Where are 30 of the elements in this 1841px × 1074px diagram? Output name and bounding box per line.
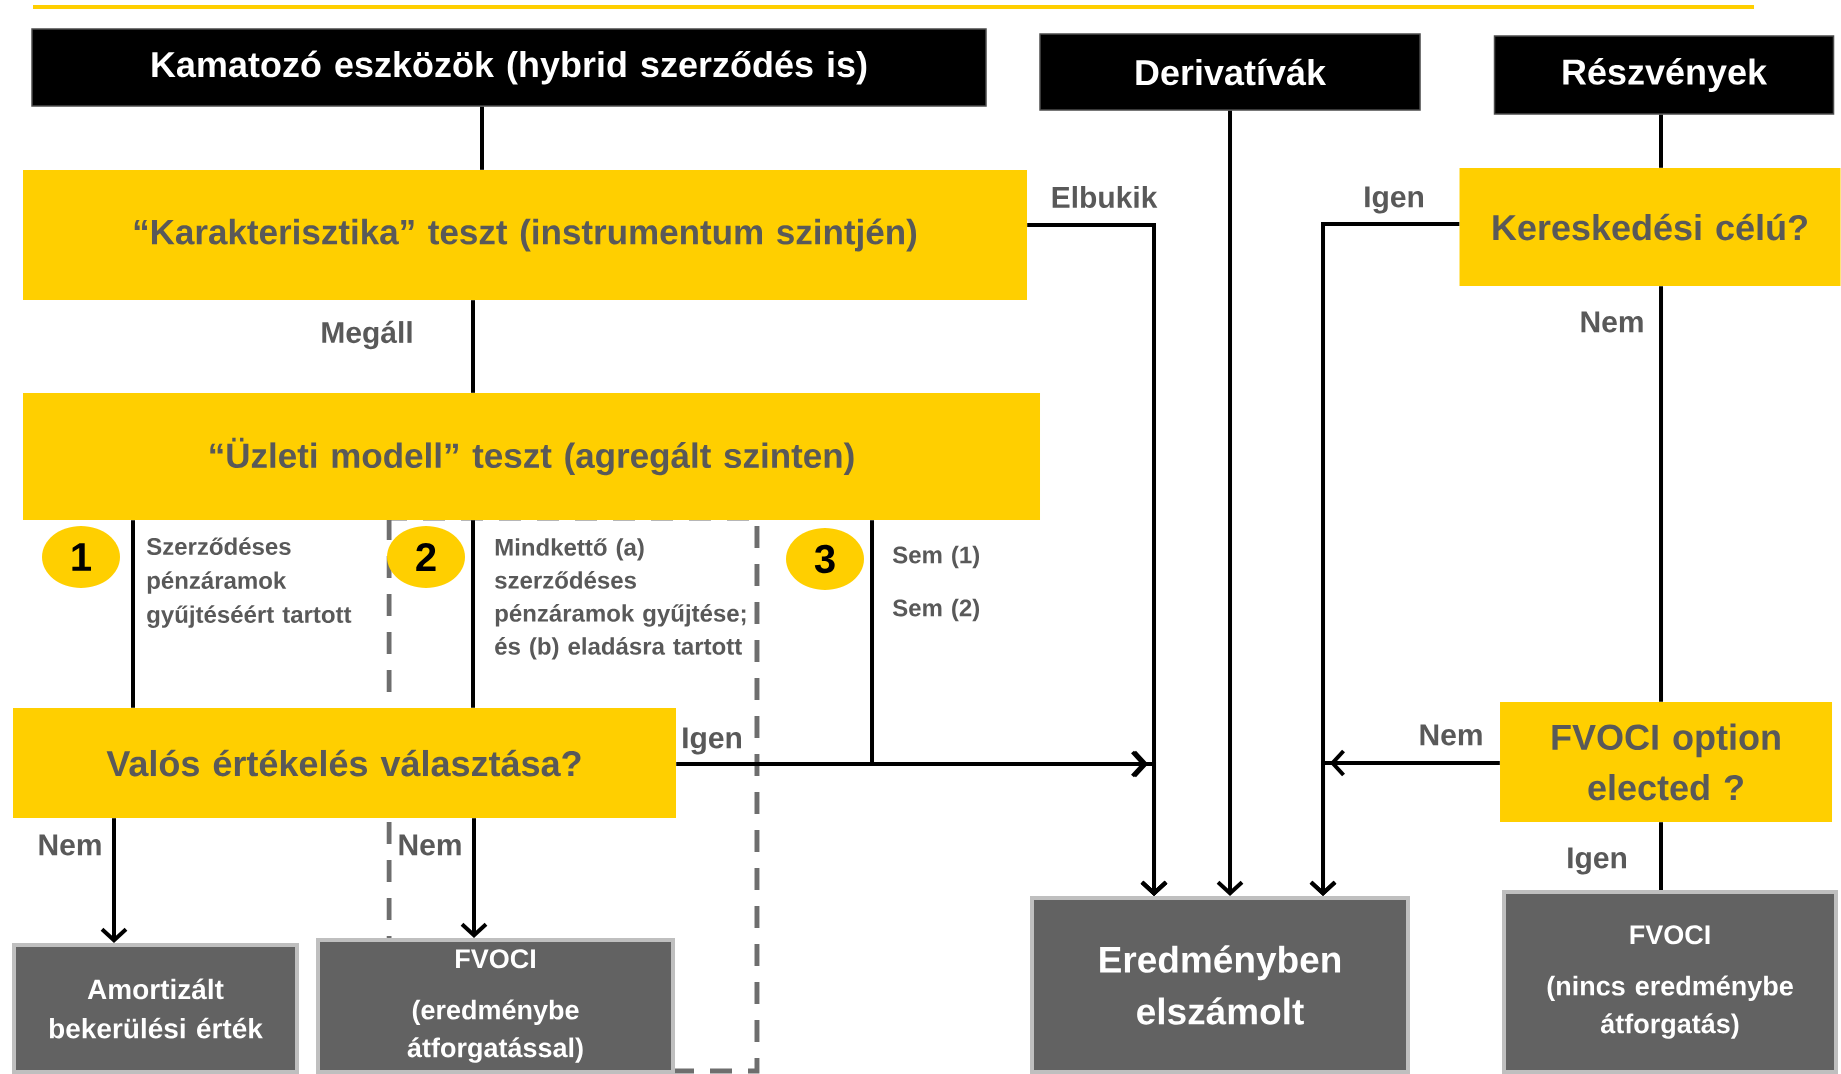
edge-label: Nem	[1578, 310, 1646, 334]
result-box: Amortizált bekerülési érték	[12, 943, 299, 1074]
arrow	[100, 818, 128, 943]
arrow	[460, 818, 488, 938]
arrow	[676, 750, 1168, 896]
result-box: FVOCI (nincs eredménybe átforgatás)	[1502, 890, 1838, 1074]
edge-label: Nem	[396, 833, 464, 857]
branch-note: Mindkettő (a) szerződéses pénzáramok gyűjtése; és (b) eladásra tartott	[495, 538, 746, 660]
edge-label: Elbukik	[1049, 185, 1159, 209]
edge-label: Nem	[36, 833, 104, 857]
header-box: Részvények	[1493, 35, 1835, 115]
branch-note: Sem (1)	[892, 545, 979, 569]
question-box: Valós értékelés választása?	[13, 708, 676, 818]
edge-label: Igen	[1565, 846, 1629, 876]
edge-label: Igen	[1362, 185, 1426, 215]
arrow	[1309, 749, 1500, 896]
arrow	[1216, 110, 1244, 896]
test-box: “Karakterisztika” teszt (instrumentum szintjén)	[23, 170, 1027, 300]
test-box: “Üzleti modell” teszt (agregált szinten)	[23, 393, 1040, 520]
header-box: Kamatozó eszközök (hybrid szerződés is)	[31, 28, 987, 107]
header-box: Derivatívák	[1039, 33, 1421, 111]
question-box: FVOCI option elected ?	[1500, 702, 1832, 822]
question-box: Kereskedési célú?	[1459, 168, 1841, 286]
branch-note: Sem (2)	[892, 598, 979, 622]
edge-label: Nem	[1417, 723, 1485, 747]
edge-label: Megáll	[319, 319, 415, 351]
edge-label: Igen	[680, 726, 744, 756]
result-box: Eredményben elszámolt	[1030, 896, 1410, 1074]
branch-note: Szerződéses pénzáramok gyűjtéséért tartott	[146, 537, 352, 628]
result-box: FVOCI (eredménybe átforgatással)	[316, 938, 675, 1074]
